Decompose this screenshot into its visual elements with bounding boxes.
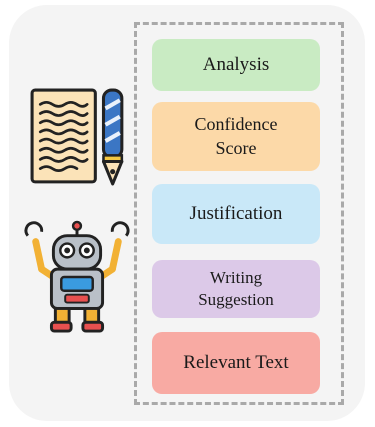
relevant-text-label: Relevant Text: [183, 351, 289, 373]
confidence-score-label-line-1: Confidence: [194, 114, 278, 135]
confidence-score-box: Confidence Score: [152, 102, 320, 171]
analysis-box: Analysis: [152, 39, 320, 91]
document-with-pen-icon: [30, 88, 124, 186]
writing-suggestion-label-line-1: Writing: [209, 268, 263, 288]
output-group-frame: [134, 22, 344, 405]
writing-suggestion-box: Writing Suggestion: [152, 260, 320, 318]
writing-suggestion-label-line-2: Suggestion: [198, 290, 274, 309]
robot-icon: [24, 220, 130, 333]
confidence-score-label-line-2: Score: [215, 137, 257, 158]
analysis-label: Analysis: [202, 53, 270, 75]
justification-box: Justification: [152, 184, 320, 244]
relevant-text-box: Relevant Text: [152, 332, 320, 394]
justification-label: Justification: [189, 202, 283, 224]
